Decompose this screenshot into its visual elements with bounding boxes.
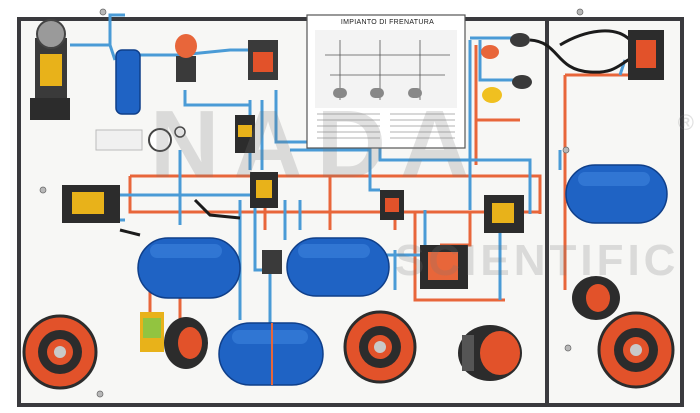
watermark-subtitle: SCIENTIFIC [395, 236, 680, 285]
blue-air-lines [63, 13, 627, 355]
brake-chambers [140, 276, 620, 381]
coupling-heads [481, 33, 532, 103]
mounting-screws [39, 8, 584, 398]
dark-hoses [119, 29, 641, 237]
watermark-brand: NADA [150, 91, 484, 198]
valves-and-components [30, 19, 664, 289]
watermark-registered-mark: ® [677, 110, 694, 135]
diagram-poster-title: IMPIANTO DI FRENATURA [340, 19, 435, 26]
diagram-poster [306, 14, 466, 149]
brake-drums [22, 310, 675, 390]
